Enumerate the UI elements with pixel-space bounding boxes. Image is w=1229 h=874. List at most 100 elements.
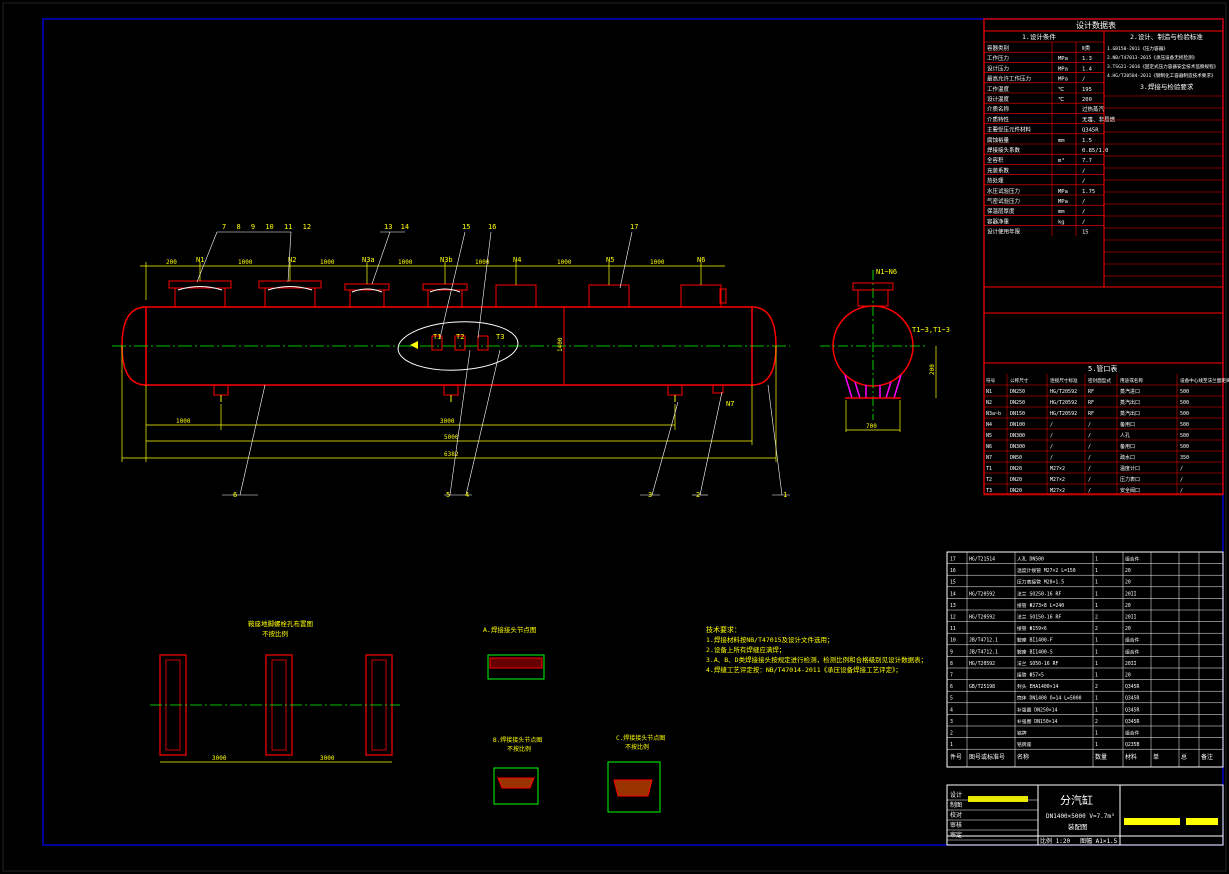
design-row-label: 工作温度 <box>987 85 1010 93</box>
gauge-label-t3: T3 <box>496 333 504 341</box>
parts-cell: 13 <box>950 603 956 609</box>
weld-detail-c-title: C.焊接接头节点图 <box>616 734 665 742</box>
nozzle-cell: / <box>1088 455 1091 461</box>
title-row-label: 审定 <box>950 831 962 839</box>
nozzle-cell: 蒸汽出口 <box>1120 410 1140 417</box>
parts-cell: 鞍座 BI1400-F <box>1017 637 1053 644</box>
parts-cell: 组合件 <box>1125 556 1140 563</box>
nozzle-header: 设备中心线至法兰面距离 <box>1180 377 1229 384</box>
nozzle-cell: / <box>1088 433 1091 439</box>
parts-cell: 20 <box>1125 580 1131 586</box>
nozzle-N1 <box>168 280 232 308</box>
parts-header: 件号 <box>950 753 962 761</box>
leader-top-17: 17 <box>630 223 638 231</box>
leader-bottom-6: 6 <box>233 491 237 499</box>
nozzle-cell: RF <box>1088 411 1094 417</box>
parts-cell: 10 <box>950 638 956 644</box>
dim-top-1: 200 <box>166 259 177 266</box>
parts-cell: 1 <box>1095 557 1098 563</box>
design-row-unit: mm <box>1058 138 1065 144</box>
weld-detail-c-note: 不按比例 <box>625 743 649 751</box>
nozzle-cell: 备用口 <box>1120 443 1135 450</box>
nozzle-cell: 500 <box>1180 389 1189 395</box>
design-row-unit: MPa <box>1058 189 1068 195</box>
nozzle-label-n4: N4 <box>513 256 521 264</box>
design-row-label: 保温层厚度 <box>987 207 1015 215</box>
design-row-value: / <box>1082 77 1085 83</box>
parts-cell: 封头 EHA1400×14 <box>1017 683 1058 690</box>
design-row-value: 7.7 <box>1082 158 1092 164</box>
design-row-value: / <box>1082 209 1085 215</box>
nozzle-label-n3a: N3a <box>362 256 375 264</box>
parts-cell: GB/T25198 <box>969 684 995 690</box>
tech-req-item-2: 2.设备上所有焊缝应满焊； <box>706 645 785 654</box>
parts-cell: 12 <box>950 615 956 621</box>
side-height-dim: 200 <box>929 364 936 375</box>
dim-top-2: 1000 <box>238 259 253 266</box>
design-table-section3: 3.焊接与检验要求 <box>1140 82 1194 91</box>
nozzle-cell: / <box>1180 488 1183 494</box>
nozzle-cell: N6 <box>986 444 992 450</box>
parts-cell: 3 <box>950 719 953 725</box>
dim-top-7: 1000 <box>650 259 665 266</box>
parts-cell: 人孔 DN500 <box>1017 556 1044 563</box>
design-row-value: 1.4 <box>1082 66 1093 72</box>
standard-item: 4.HG/T20584-2011《钢制化工容器制造技术要求》 <box>1107 72 1216 79</box>
dim-diameter: 1400 <box>557 337 564 352</box>
nozzle-label-n2: N2 <box>288 256 296 264</box>
nozzle-cell: / <box>1088 444 1091 450</box>
design-row-unit: kg <box>1058 219 1065 225</box>
nozzle-cell: DN250 <box>1010 389 1025 395</box>
parts-cell: 1 <box>950 742 953 748</box>
nozzle-cell: / <box>1050 433 1053 439</box>
nozzle-cell: N3a~b <box>986 411 1001 417</box>
weld-detail-b-note: 不按比例 <box>507 745 531 753</box>
parts-cell: 16 <box>950 568 956 574</box>
nozzle-cell: DN100 <box>1010 422 1025 428</box>
nozzle-cell: N5 <box>986 433 992 439</box>
parts-cell: 法兰 SO150-16 RF <box>1017 614 1061 621</box>
nozzle-cell: 温度计口 <box>1120 465 1140 472</box>
nozzle-cell: DN250 <box>1010 400 1025 406</box>
standard-item: 2.NB/T47013-2015《承压设备无损检测》 <box>1107 54 1197 61</box>
design-row-unit: ℃ <box>1058 97 1065 103</box>
design-row-unit: ℃ <box>1058 87 1065 93</box>
nozzle-cell: 安全阀口 <box>1120 487 1140 494</box>
nozzle-cell: / <box>1180 466 1183 472</box>
parts-cell: Q345R <box>1125 684 1140 690</box>
parts-cell: 17 <box>950 557 956 563</box>
nozzle-header: 用途或名称 <box>1120 377 1143 384</box>
leader-bottom-4: 4 <box>465 491 469 499</box>
nozzle-cell: DN20 <box>1010 477 1022 483</box>
side-view: N1~N6 T1~3,T1~3 700 200 <box>820 268 950 432</box>
design-row-value: / <box>1082 219 1085 225</box>
parts-cell: 压力表接管 M20×1.5 <box>1017 579 1064 586</box>
nozzle-cell: 350 <box>1180 455 1189 461</box>
nozzle-N6 <box>680 284 722 308</box>
design-row-label: 设计压力 <box>987 64 1009 72</box>
dim-support-spacing: 3000 <box>440 418 455 425</box>
parts-cell: 8 <box>950 661 953 667</box>
design-row-label: 腐蚀裕量 <box>987 136 1010 144</box>
parts-cell: 补强圈 DN150×14 <box>1017 718 1057 725</box>
nozzle-cell: 备用口 <box>1120 421 1135 428</box>
side-gauge-label: T1~3,T1~3 <box>912 326 950 334</box>
parts-header: 数量 <box>1095 753 1107 761</box>
parts-cell: Q345R <box>1125 719 1140 725</box>
design-row-value: Ⅱ类 <box>1082 44 1091 52</box>
support-spacing-1: 3000 <box>212 755 227 762</box>
weld-details: A.焊接接头节点图 B.焊接接头节点图 不按比例 C.焊接接头节点图 不按比例 <box>483 625 665 813</box>
parts-cell: 1 <box>1095 707 1098 713</box>
parts-cell: 20 <box>1125 673 1131 679</box>
nozzle-table-title: 5.管口表 <box>1088 364 1117 373</box>
weld-detail-a-title: A.焊接接头节点图 <box>483 625 536 634</box>
nozzle-cell: N4 <box>986 422 992 428</box>
leader-bottom-1: 1 <box>783 491 787 499</box>
parts-cell: 2 <box>1095 684 1098 690</box>
design-row-unit: MPa <box>1058 56 1068 62</box>
parts-cell: 20 <box>1125 626 1131 632</box>
design-row-label: 热处理 <box>987 177 1004 185</box>
